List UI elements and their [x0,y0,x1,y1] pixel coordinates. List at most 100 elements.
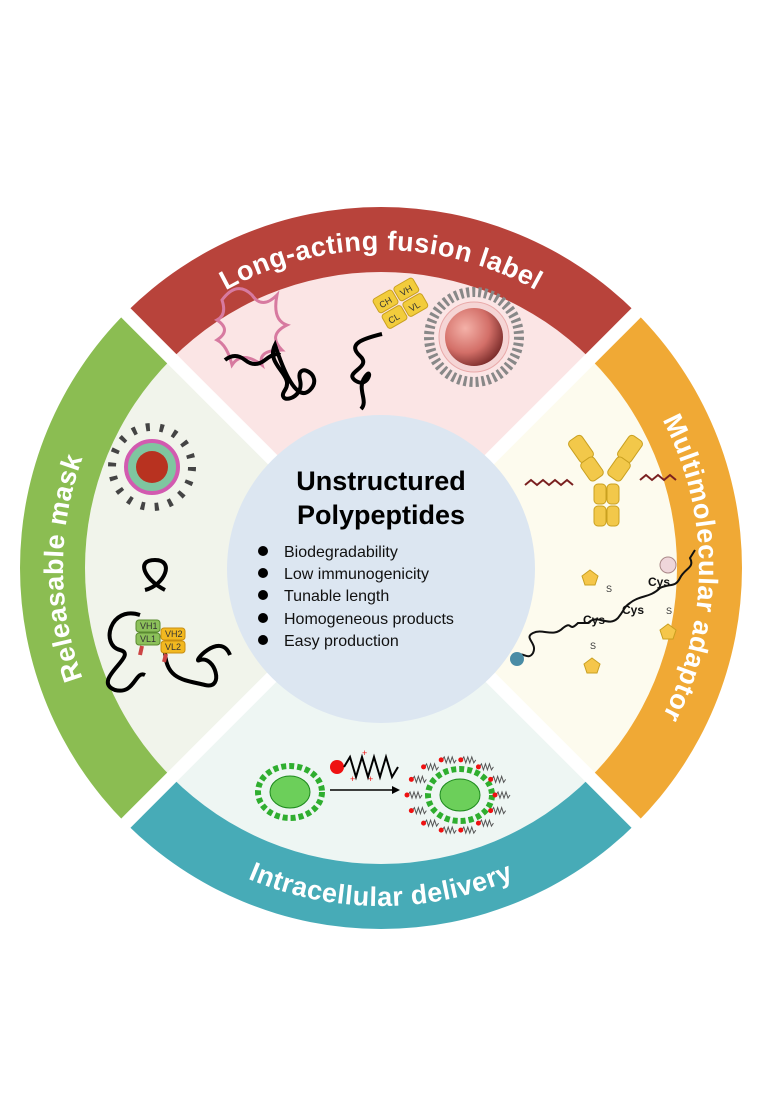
nanoparticle-illustration [424,287,524,387]
sulfur-label: S [590,641,596,651]
bullet-icon [258,613,268,623]
fab-fusion-illustration: CH VH CL VL [350,277,429,411]
cys-label: Cys [648,575,670,589]
center-circle [227,415,535,723]
polypeptide-chain-icon [639,473,677,482]
peptide-chain-icon [461,825,477,835]
domain-cl: CL [386,311,401,325]
gfp-protein-icon [255,763,325,821]
red-bead-icon [438,827,444,833]
antibody-domain [606,483,620,505]
cys-conjugate-illustration: Cys Cys Cys S S S [510,549,696,674]
peptide-chain-icon [479,818,494,828]
domain-vl1: VL1 [140,634,156,644]
domain-box [402,293,429,317]
red-bead-icon [488,776,494,782]
red-bead-icon [492,792,498,798]
peptide-chain-icon [441,755,457,765]
red-bead-icon [408,808,414,814]
domain-vh1: VH1 [140,621,158,631]
domain-vh2: VH2 [165,629,183,639]
cys-label: Cys [622,603,644,617]
gfp-protein-icon [425,766,495,824]
center-title-line2: Polypeptides [297,500,465,530]
red-bead-icon [421,820,427,826]
red-bead-icon [408,776,414,782]
polymer-brush-icon [108,423,196,511]
drug-pentagon-icon [583,657,601,674]
domain-box [135,632,161,646]
quadrant-band-left [20,312,172,824]
antibody-domain [593,483,607,505]
bullet-icon [258,635,268,645]
polypeptide-coil-icon [350,332,383,411]
polypeptide-chain-icon [524,478,574,487]
domain-box [160,640,186,654]
peptide-chain-icon [411,774,427,784]
antibody-domain [593,505,607,527]
red-bead-icon [421,764,427,770]
red-bead-icon [458,827,464,833]
peptide-chain-icon [461,755,477,765]
polypeptide-chain-icon [517,549,696,658]
feature-list: Biodegradability Low immunogenicity Tuna… [258,544,454,650]
polypeptide-chain-icon [343,753,399,781]
domain-box [381,305,408,329]
feature-item: Easy production [284,633,399,650]
red-bead-icon [475,764,481,770]
protein-structure-icon [214,287,291,370]
cleavable-linker-icon [138,645,144,656]
peptide-chain-icon [491,806,507,816]
terminal-bead-icon [659,556,677,574]
core-icon [136,451,168,483]
peptide-chain-icon [441,825,457,835]
delivery-illustration: + + + [255,748,511,835]
bullet-icon [258,590,268,600]
polypeptide-chain-icon [163,644,232,688]
sphere-icon [445,308,503,366]
red-bead-icon [438,757,444,763]
domain-box [372,289,399,314]
red-bead-icon [330,760,344,774]
sulfur-label: S [666,606,672,616]
domain-box [393,277,420,302]
cys-label: Cys [583,613,605,627]
peptide-chain-icon [491,774,507,784]
quadrant-band-right [590,312,742,824]
red-bead-icon [404,792,410,798]
red-bead-icon [475,820,481,826]
terminal-bead-icon [510,652,524,666]
feature-item: Low immunogenicity [284,566,429,583]
domain-vl: VL [407,300,422,314]
charge-label: + [350,774,355,784]
cleavable-linker-icon [162,653,168,663]
bullet-icon [258,568,268,578]
arrow-head-icon [392,786,400,794]
charge-label: + [362,748,367,758]
antibody-domain [606,505,620,527]
bullet-icon [258,546,268,556]
peptide-chain-icon [495,790,511,800]
conjugated-chains [404,755,511,835]
red-bead-icon [488,808,494,814]
domain-box [160,627,186,641]
sulfur-label: S [606,584,612,594]
masked-nanoparticle-illustration [108,423,196,511]
quadrant-band-top [125,207,637,359]
peptide-chain-icon [407,790,423,800]
gfp-protein-icon [439,778,481,812]
feature-item: Biodegradability [284,544,398,561]
peptide-chain-icon [411,806,427,816]
peptide-chain-icon [424,818,439,828]
masked-antibody-illustration: VH1 VL1 VH2 VL2 [105,557,232,693]
polypeptide-coil-icon [271,339,317,401]
red-bead-icon [458,757,464,763]
antibody-domain [580,456,604,482]
antibody-domain [607,456,631,482]
domain-box [135,619,161,633]
feature-item: Homogeneous products [284,611,454,628]
peptide-chain-icon [479,762,494,772]
fusion-protein-illustration [214,287,317,401]
quadrant-band-bottom [125,777,637,930]
